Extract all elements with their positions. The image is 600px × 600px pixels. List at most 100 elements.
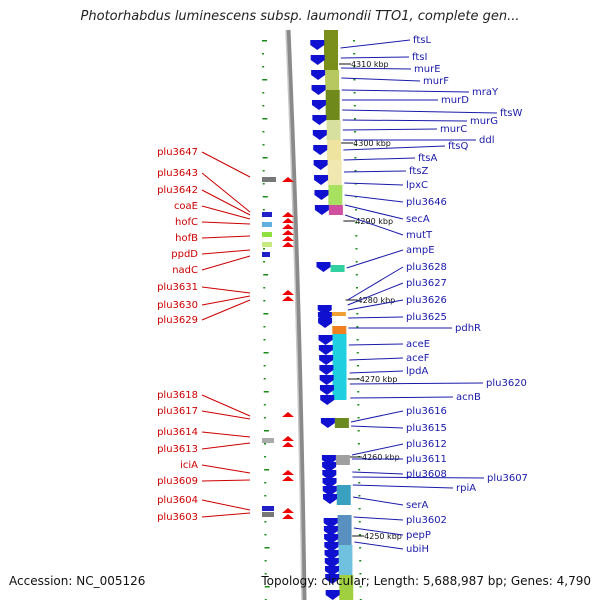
gene-arrow[interactable]	[282, 476, 294, 481]
gene-arrow[interactable]	[282, 514, 294, 519]
gene-label-coaE[interactable]: coaE	[174, 201, 198, 212]
gene-label-plu3616[interactable]: plu3616	[406, 406, 447, 417]
gene-label-ftsL[interactable]: ftsL	[413, 35, 431, 46]
reverse-gene-labels[interactable]: ftsLftsImurEmurFmraYmurDftsWmurGmurCddlf…	[340, 35, 528, 555]
gene-arrow[interactable]	[282, 412, 294, 417]
gene-arrow[interactable]	[325, 566, 340, 576]
gene-label-plu3611[interactable]: plu3611	[406, 454, 447, 465]
gene-label-plu3614[interactable]: plu3614	[157, 427, 198, 438]
gene-label-ddl[interactable]: ddl	[479, 135, 494, 146]
gene-arrow[interactable]	[318, 318, 333, 328]
gene-label-plu3642[interactable]: plu3642	[157, 185, 198, 196]
gene-label-murG[interactable]: murG	[470, 116, 498, 127]
gene-arrow[interactable]	[282, 236, 294, 241]
gene-arrow[interactable]	[314, 205, 329, 215]
gene-arrow[interactable]	[282, 224, 294, 229]
gene-arrow[interactable]	[322, 494, 337, 504]
gene-arrow[interactable]	[316, 262, 331, 272]
gene-arrow[interactable]	[323, 526, 338, 536]
gene-label-ftsW[interactable]: ftsW	[500, 108, 522, 119]
gene-block[interactable]	[262, 212, 272, 217]
gene-label-plu3602[interactable]: plu3602	[406, 515, 447, 526]
gene-arrow[interactable]	[310, 55, 325, 65]
gene-arrow[interactable]	[310, 40, 325, 50]
gene-label-plu3612[interactable]: plu3612	[406, 439, 447, 450]
gene-label-plu3643[interactable]: plu3643	[157, 168, 198, 179]
gene-label-hofB[interactable]: hofB	[175, 233, 198, 244]
gene-arrow[interactable]	[322, 470, 337, 480]
gene-arrow[interactable]	[322, 478, 337, 488]
gene-label-pepP[interactable]: pepP	[406, 530, 431, 541]
gene-arrow[interactable]	[319, 355, 334, 365]
gene-label-murC[interactable]: murC	[440, 124, 467, 135]
gene-arrow[interactable]	[324, 558, 339, 568]
gene-label-ampE[interactable]: ampE	[406, 245, 435, 256]
gene-label-plu3629[interactable]: plu3629	[157, 315, 198, 326]
gene-block[interactable]	[262, 506, 274, 511]
gene-label-rpiA[interactable]: rpiA	[456, 483, 476, 494]
gene-arrow[interactable]	[314, 175, 329, 185]
gene-arrow[interactable]	[322, 486, 337, 496]
gene-label-lpxC[interactable]: lpxC	[406, 180, 428, 191]
gene-arrow[interactable]	[325, 590, 340, 600]
gene-arrow[interactable]	[320, 418, 335, 428]
gene-block[interactable]	[262, 438, 274, 443]
gene-label-hofC[interactable]: hofC	[175, 217, 198, 228]
gene-arrow[interactable]	[311, 70, 326, 80]
gene-label-plu3631[interactable]: plu3631	[157, 282, 198, 293]
gene-label-plu3627[interactable]: plu3627	[406, 278, 447, 289]
gene-arrow[interactable]	[324, 550, 339, 560]
gene-label-plu3607[interactable]: plu3607	[487, 473, 528, 484]
gene-arrow[interactable]	[282, 436, 294, 441]
gene-label-plu3615[interactable]: plu3615	[406, 423, 447, 434]
reverse-strand-genes[interactable]	[310, 40, 340, 600]
gene-label-plu3620[interactable]: plu3620	[486, 378, 527, 389]
gene-label-acnB[interactable]: acnB	[456, 392, 481, 403]
gene-label-ftsI[interactable]: ftsI	[412, 52, 427, 63]
gene-label-plu3604[interactable]: plu3604	[157, 495, 198, 506]
gene-label-iciA[interactable]: iciA	[180, 460, 198, 471]
gene-arrow[interactable]	[282, 508, 294, 513]
gene-arrow[interactable]	[282, 470, 294, 475]
gene-arrow[interactable]	[282, 218, 294, 223]
gene-label-murE[interactable]: murE	[414, 64, 441, 75]
gene-arrow[interactable]	[324, 542, 339, 552]
gene-arrow[interactable]	[282, 177, 294, 182]
forward-gene-labels[interactable]: plu3647plu3643plu3642coaEhofChofBppdDnad…	[157, 147, 251, 523]
gene-block[interactable]	[262, 512, 274, 517]
gene-label-plu3618[interactable]: plu3618	[157, 390, 198, 401]
gene-arrow[interactable]	[314, 190, 329, 200]
gene-label-lpdA[interactable]: lpdA	[406, 366, 428, 377]
gene-arrow[interactable]	[313, 145, 328, 155]
gene-label-plu3603[interactable]: plu3603	[157, 512, 198, 523]
gene-label-ubiH[interactable]: ubiH	[406, 544, 429, 555]
gene-label-aceF[interactable]: aceF	[406, 353, 430, 364]
gene-block[interactable]	[262, 222, 272, 227]
gene-label-nadC[interactable]: nadC	[172, 265, 198, 276]
gene-block[interactable]	[262, 242, 272, 247]
gene-label-secA[interactable]: secA	[406, 214, 430, 225]
gene-label-plu3646[interactable]: plu3646	[406, 197, 447, 208]
gene-label-plu3630[interactable]: plu3630	[157, 300, 198, 311]
gene-label-mutT[interactable]: mutT	[406, 230, 433, 241]
gene-label-plu3628[interactable]: plu3628	[406, 262, 447, 273]
gene-arrow[interactable]	[282, 290, 294, 295]
gene-arrow[interactable]	[282, 442, 294, 447]
gene-arrow[interactable]	[318, 335, 333, 345]
gene-arrow[interactable]	[323, 518, 338, 528]
gene-arrow[interactable]	[313, 160, 328, 170]
gene-label-plu3626[interactable]: plu3626	[406, 295, 447, 306]
gene-arrow[interactable]	[319, 385, 334, 395]
gene-label-ftsA[interactable]: ftsA	[418, 153, 437, 164]
gene-arrow[interactable]	[311, 100, 326, 110]
gene-arrow[interactable]	[282, 296, 294, 301]
gene-label-ppdD[interactable]: ppdD	[171, 249, 198, 260]
gene-label-plu3613[interactable]: plu3613	[157, 444, 198, 455]
gene-label-ftsQ[interactable]: ftsQ	[448, 141, 468, 152]
gene-arrow[interactable]	[312, 115, 327, 125]
gene-block[interactable]	[262, 252, 270, 257]
gene-label-murD[interactable]: murD	[441, 95, 469, 106]
gene-arrow[interactable]	[319, 365, 334, 375]
gene-label-plu3609[interactable]: plu3609	[157, 476, 198, 487]
gene-label-aceE[interactable]: aceE	[406, 339, 430, 350]
